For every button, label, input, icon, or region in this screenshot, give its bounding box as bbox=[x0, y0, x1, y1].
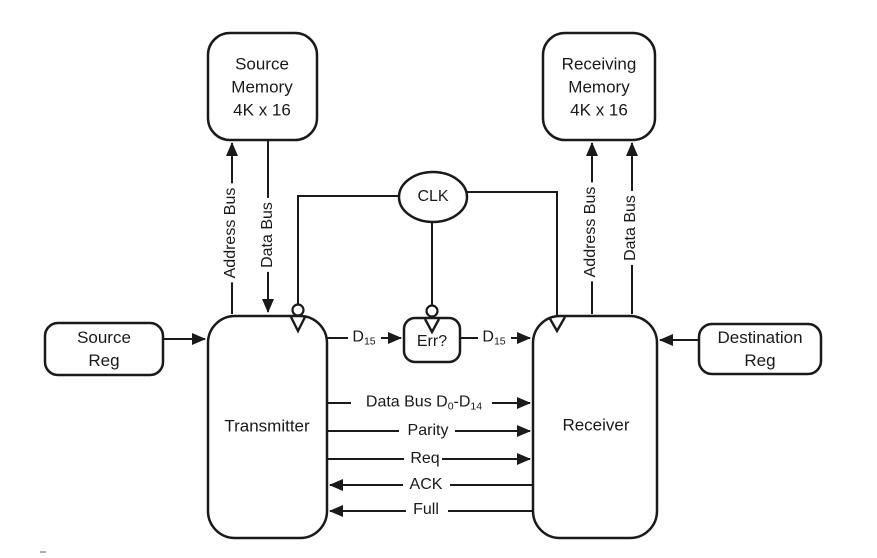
transmitter-label: Transmitter bbox=[224, 416, 310, 436]
receiving-memory-box bbox=[541, 31, 657, 142]
err-clock-bubble bbox=[425, 304, 439, 318]
receiving-memory-line2: Memory bbox=[568, 77, 630, 97]
source-memory-line2: Memory bbox=[231, 77, 293, 97]
d15-left-main: D bbox=[352, 328, 364, 346]
receiver-label: Receiver bbox=[562, 415, 630, 435]
req-label: Req bbox=[410, 450, 440, 467]
receiver-box bbox=[531, 314, 659, 540]
transmitter-box bbox=[206, 314, 329, 540]
data-range-p2: -D bbox=[453, 393, 471, 411]
clk-label: CLK bbox=[417, 188, 449, 205]
source-reg-label: Source Reg bbox=[77, 326, 131, 372]
data-range-p1: Data Bus D bbox=[365, 393, 448, 411]
source-memory-line3: 4K x 16 bbox=[233, 100, 291, 120]
d15-right-main: D bbox=[482, 328, 494, 346]
data-range-s1: 0 bbox=[447, 400, 454, 413]
source-reg-line1: Source bbox=[77, 328, 131, 347]
receiving-memory-label: Receiving Memory 4K x 16 bbox=[562, 53, 637, 122]
transmitter-clock-wedge-icon bbox=[289, 316, 307, 334]
rx-data-bus-label: Data Bus bbox=[620, 191, 642, 265]
source-memory-line1: Source bbox=[235, 54, 289, 74]
d15-right-sub: 15 bbox=[493, 335, 506, 348]
tx-data-bus-label: Data Bus bbox=[257, 198, 279, 272]
destination-reg-label: Destination Reg bbox=[717, 326, 802, 372]
err-clock-wedge-icon bbox=[423, 318, 441, 335]
d15-left-label: D15 bbox=[352, 327, 375, 350]
clk-to-receiver-wire bbox=[467, 191, 558, 315]
destination-reg-box bbox=[697, 322, 823, 376]
source-reg-line2: Reg bbox=[88, 351, 120, 370]
destination-reg-line1: Destination bbox=[717, 328, 803, 347]
data-range-label: Data Bus D0-D14 bbox=[366, 392, 482, 415]
receiving-memory-line1: Receiving bbox=[561, 54, 637, 74]
transmitter-clock-bubble bbox=[291, 303, 305, 317]
destination-reg-line2: Reg bbox=[744, 351, 776, 370]
ack-label: ACK bbox=[409, 476, 443, 493]
err-label: Err? bbox=[416, 333, 448, 350]
rx-address-bus-label: Address Bus bbox=[580, 182, 602, 282]
parity-label: Parity bbox=[407, 422, 449, 439]
stray-mark bbox=[40, 551, 46, 553]
data-range-s2: 14 bbox=[470, 400, 483, 413]
full-label: Full bbox=[413, 501, 439, 518]
source-memory-label: Source Memory 4K x 16 bbox=[231, 53, 292, 122]
err-box bbox=[402, 316, 462, 364]
receiving-memory-line3: 4K x 16 bbox=[570, 100, 628, 120]
d15-right-label: D15 bbox=[482, 327, 505, 350]
d15-left-sub: 15 bbox=[363, 335, 376, 348]
tx-address-bus-label: Address Bus bbox=[220, 183, 242, 283]
clk-to-transmitter-wire bbox=[297, 195, 399, 304]
source-memory-box bbox=[206, 31, 319, 142]
clk-ellipse bbox=[397, 170, 469, 224]
source-reg-box bbox=[43, 321, 165, 377]
receiver-clock-wedge-icon bbox=[547, 316, 567, 334]
